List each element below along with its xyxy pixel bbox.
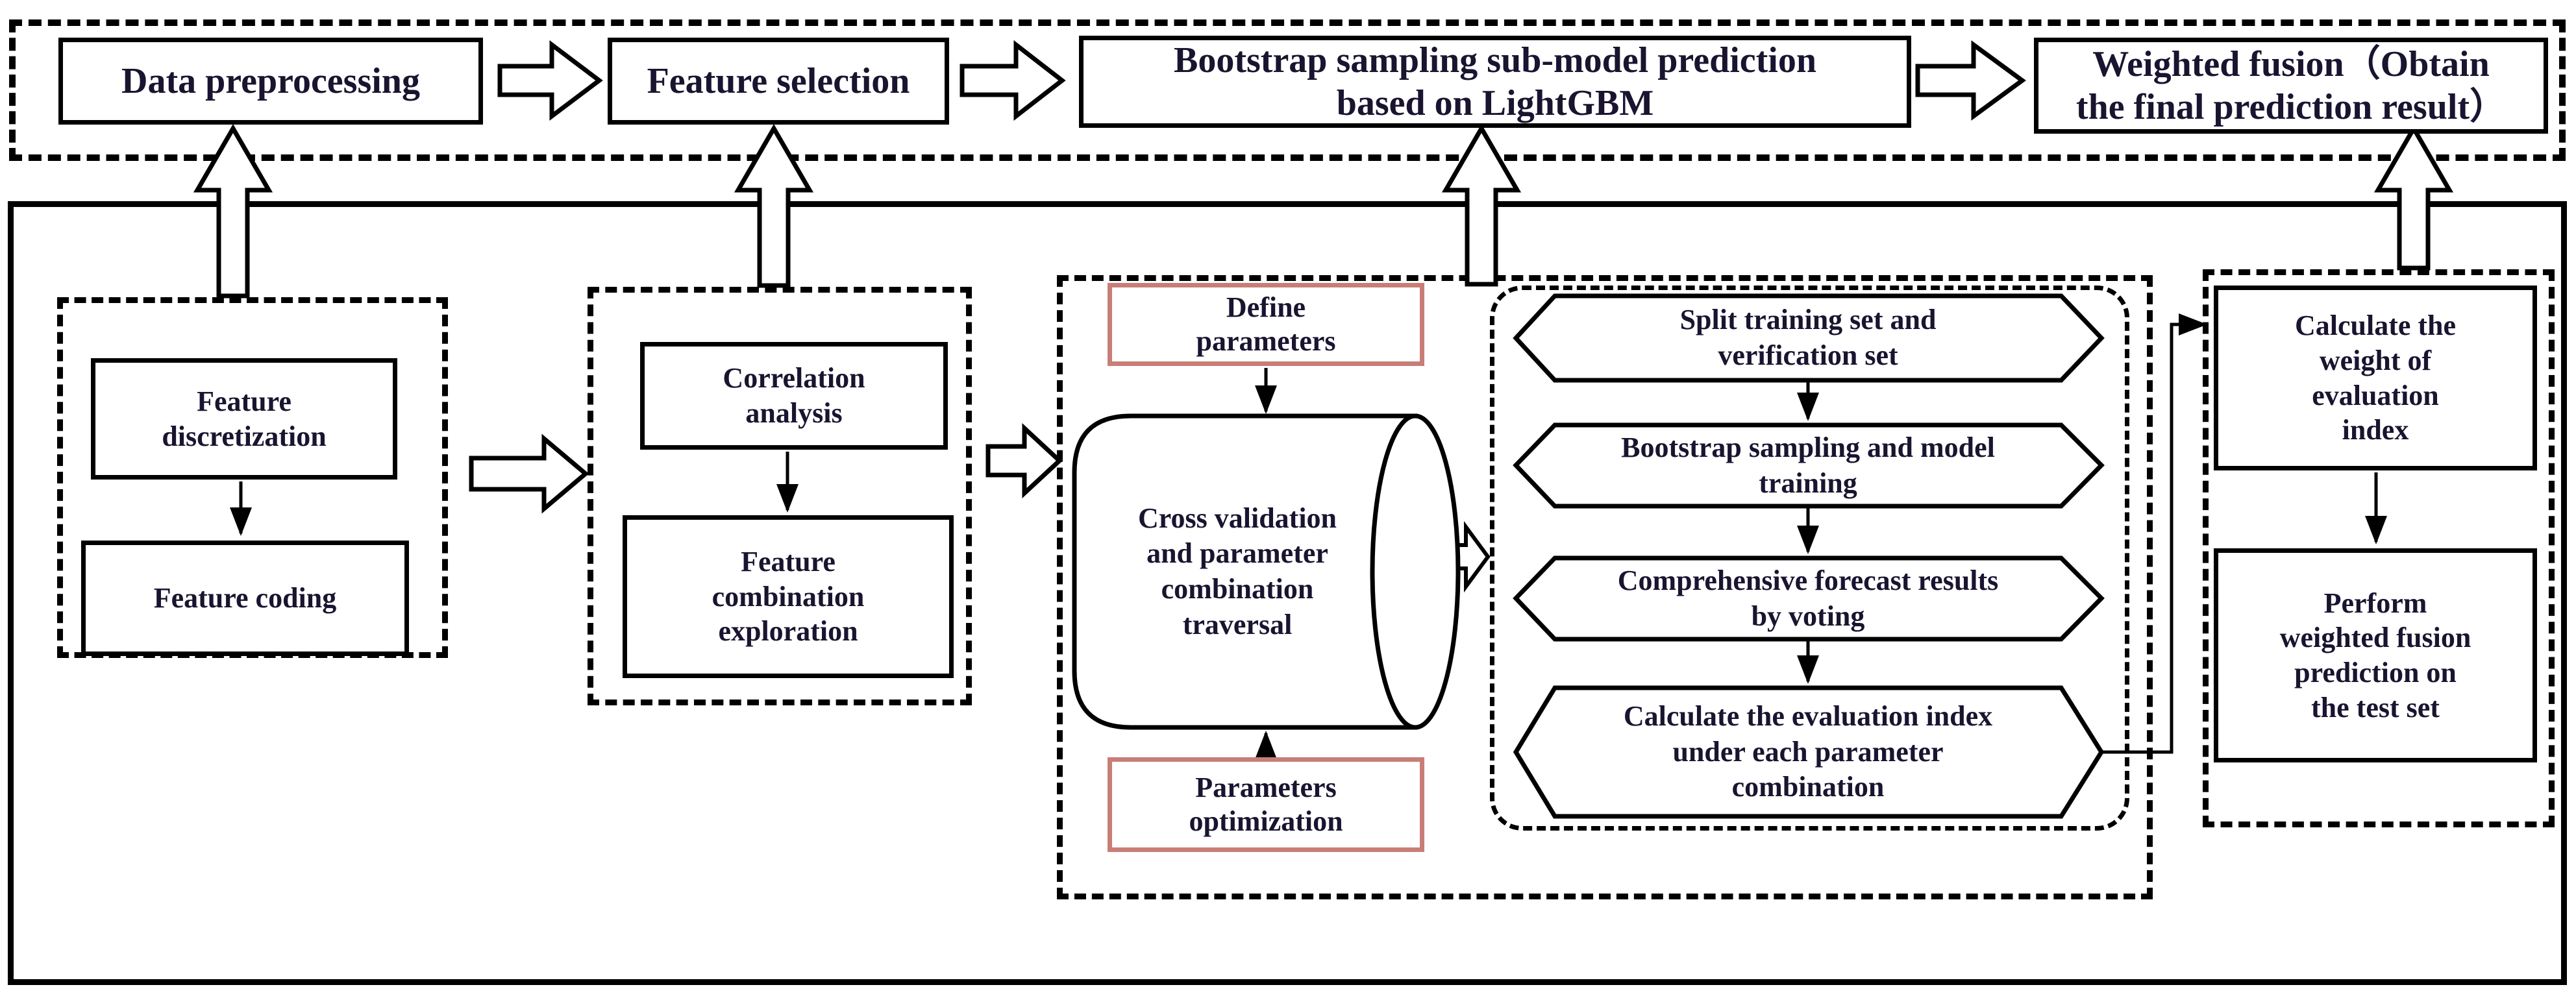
hexagon-shape — [1513, 293, 2105, 383]
flow-arrow-icon — [985, 422, 1063, 499]
box-weighted-fusion: Weighted fusion（Obtain the final predict… — [2034, 38, 2548, 134]
group-parameter-search — [1057, 275, 2153, 899]
box-calculate-weight: Calculate the weight of evaluation index — [2214, 286, 2537, 470]
box-correlation-analysis: Correlation analysis — [640, 342, 948, 450]
group-submodel-prediction — [1490, 286, 2129, 831]
hexagon-label-split-sets: Split training set and verification set — [1679, 304, 1937, 371]
elbow-connector-arrow — [2101, 313, 2207, 754]
box-feature-discretization: Feature discretization — [91, 358, 397, 480]
up-arrow-icon — [1441, 124, 1522, 287]
cylinder-label: Cross validation and parameter combinati… — [1137, 502, 1337, 640]
box-weighted-fusion-prediction: Perform weighted fusion prediction on th… — [2214, 548, 2537, 762]
main-container — [8, 201, 2567, 985]
box-bootstrap-submodel-prediction: Bootstrap sampling sub-model prediction … — [1079, 36, 1911, 128]
top-pipeline-container — [9, 19, 2566, 161]
hexagon-label-voting-forecast: Comprehensive forecast results by voting — [1617, 564, 1999, 632]
hexagon-label-evaluation-index: Calculate the evaluation index under eac… — [1623, 700, 1993, 803]
up-arrow-icon — [193, 124, 273, 298]
up-arrow-icon — [2373, 124, 2454, 271]
box-feature-combination-exploration: Feature combination exploration — [623, 515, 954, 678]
hexagon-shape — [1513, 422, 2105, 509]
flow-arrow-icon — [960, 40, 1066, 121]
hexagon-shape — [1513, 685, 2105, 819]
hexagon-shape — [1513, 555, 2105, 642]
flow-arrow-icon — [497, 40, 603, 121]
box-parameters-optimization: Parameters optimization — [1108, 757, 1424, 852]
box-feature-selection: Feature selection — [608, 38, 949, 125]
group-feature-selection — [588, 287, 972, 705]
hexagon-label-bootstrap-training: Bootstrap sampling and model training — [1621, 431, 1995, 499]
cylinder-end-face — [1370, 413, 1461, 730]
group-weighted-fusion — [2203, 269, 2555, 827]
box-feature-coding: Feature coding — [81, 541, 409, 656]
flow-arrow-icon — [1915, 40, 2026, 121]
box-data-preprocessing: Data preprocessing — [58, 38, 483, 125]
flow-arrow-icon — [469, 433, 589, 514]
box-define-parameters: Define parameters — [1108, 283, 1424, 366]
cylinder-shape — [1072, 413, 1418, 730]
up-arrow-icon — [734, 124, 814, 288]
